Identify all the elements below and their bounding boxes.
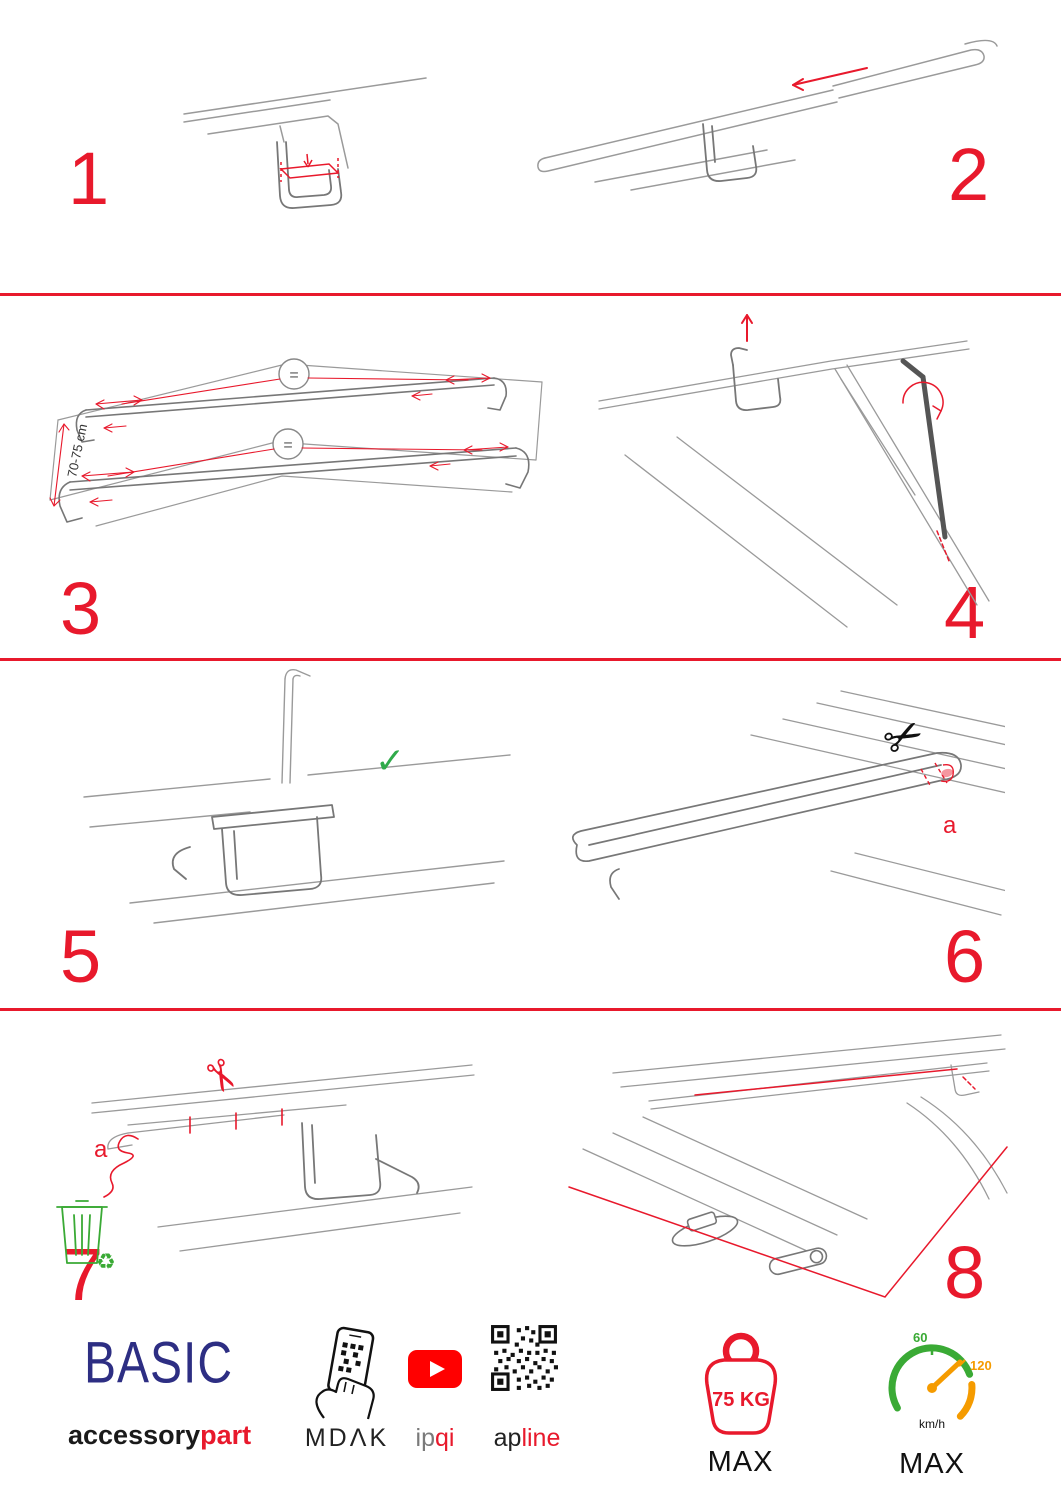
slide-arrow — [792, 67, 868, 91]
logo-ipqi: ipqi — [400, 1424, 470, 1453]
logo-apline-black: ap — [493, 1424, 522, 1452]
logo-apline-red: line — [521, 1424, 561, 1452]
line-art — [83, 669, 511, 924]
step-6-number: 6 — [944, 915, 986, 998]
speed-tick-high: 120 — [970, 1358, 992, 1373]
weight-value: 75 KG — [712, 1389, 770, 1411]
discard-strip-drawing: ✂ a ♻ — [56, 1050, 475, 1270]
trash-bin-icon — [56, 1200, 108, 1264]
brand-subtitle: accessorypart — [68, 1420, 251, 1451]
tighten-allen-key-drawing — [598, 314, 990, 628]
step-3-number: 3 — [60, 567, 102, 650]
youtube-icon — [408, 1350, 462, 1388]
highlight-lines — [568, 1068, 1008, 1298]
phone — [327, 1326, 375, 1397]
youtube-play-icon — [408, 1350, 462, 1388]
equal-symbol-bottom: = — [283, 437, 292, 454]
equal-badge-bottom — [272, 428, 304, 460]
recycle-icon: ♻ — [96, 1249, 116, 1270]
speedometer-icon: 60 120 km/h — [888, 1330, 992, 1431]
line-art — [598, 340, 990, 628]
phone-scan-icon — [315, 1326, 375, 1420]
step-8-number: 8 — [944, 1231, 986, 1314]
logo-ipqi-gray: ip — [415, 1424, 435, 1452]
phone-qr-icon — [302, 1326, 392, 1421]
line-art — [582, 1034, 1008, 1252]
section-divider-3 — [0, 1008, 1061, 1011]
clamp-outline — [301, 1122, 420, 1200]
speed-unit: km/h — [919, 1417, 945, 1431]
line-art — [537, 39, 998, 191]
equal-badge-top — [278, 358, 310, 390]
speed-max-label: MAX — [899, 1448, 965, 1480]
brand-title: BASIC — [84, 1331, 234, 1396]
scissors-icon: ✂ — [192, 1050, 250, 1103]
step-2-figure — [535, 30, 1005, 200]
distance-label: 70-75 cm — [64, 422, 90, 478]
section-divider-1 — [0, 293, 1061, 296]
weight-limit-icon: 75 KG — [688, 1326, 793, 1441]
check-rod-drawing: ✓ — [83, 669, 511, 924]
step-8-figure — [555, 1025, 1010, 1310]
clamp-outline — [276, 141, 343, 209]
needle — [929, 1359, 963, 1391]
step-4-figure — [585, 305, 995, 635]
crossbars — [58, 377, 530, 523]
speed-limit-icon: 60 120 km/h — [872, 1326, 992, 1438]
rotation-arrow — [902, 381, 950, 562]
qr-code-icon — [490, 1324, 558, 1392]
weight-max-label: MAX — [707, 1446, 774, 1478]
dimension-lines — [49, 373, 509, 507]
brand-sub-black: accessory — [68, 1420, 201, 1450]
step-5-number: 5 — [60, 915, 102, 998]
crossbar — [572, 751, 962, 900]
step-7-figure: ✂ a ♻ — [40, 1035, 480, 1270]
speed-tick-low: 60 — [913, 1330, 927, 1345]
step-3-figure: = = 70-75 cm — [30, 320, 550, 570]
line-art — [91, 1064, 475, 1252]
logo-apline: apline — [482, 1424, 572, 1453]
final-assembly-drawing — [568, 1034, 1008, 1298]
step-5-figure: ✓ — [70, 665, 520, 935]
step-1-figure — [180, 70, 430, 245]
qr-finders — [491, 1325, 557, 1391]
clamp-outline — [702, 123, 758, 182]
step-4-number: 4 — [944, 571, 986, 654]
cut-line — [920, 762, 948, 788]
cut-marks — [103, 1108, 283, 1198]
hand — [315, 1377, 375, 1420]
kettlebell-icon: 75 KG — [704, 1332, 778, 1435]
mini-qr — [337, 1342, 364, 1373]
cut-strip-drawing: ✂ a — [572, 690, 1005, 916]
roof-bars-spacing-drawing: = = 70-75 cm — [49, 358, 543, 527]
qr-modules — [494, 1326, 558, 1390]
bar-slide-drawing — [537, 39, 998, 191]
equal-symbol-top: = — [289, 367, 298, 384]
scissors-icon: ✂ — [874, 705, 932, 769]
clamp-under-frame-drawing — [183, 77, 427, 209]
hand-fingers — [343, 1381, 355, 1395]
rubber-pad-highlight — [279, 153, 340, 182]
insert-arrow — [741, 314, 753, 342]
roof-lines — [750, 690, 1005, 916]
step-2-number: 2 — [948, 133, 990, 216]
rubber-strip-end — [941, 768, 953, 778]
part-a-label: a — [943, 812, 957, 839]
brand-sub-red: part — [200, 1420, 252, 1450]
t-bolt-parts — [671, 1211, 828, 1276]
qr-code — [490, 1324, 558, 1392]
allen-key — [900, 358, 948, 540]
section-divider-2 — [0, 658, 1061, 661]
logo-mdak: MDΛK — [304, 1424, 390, 1452]
clamp-outline — [171, 804, 335, 896]
line-art — [183, 77, 427, 169]
part-a-label: a — [94, 1136, 108, 1163]
clamp-outline — [730, 347, 782, 411]
step-1-number: 1 — [68, 137, 110, 220]
logo-ipqi-red: qi — [435, 1424, 455, 1452]
check-icon: ✓ — [375, 740, 405, 781]
step-6-figure: ✂ a — [555, 685, 1005, 935]
